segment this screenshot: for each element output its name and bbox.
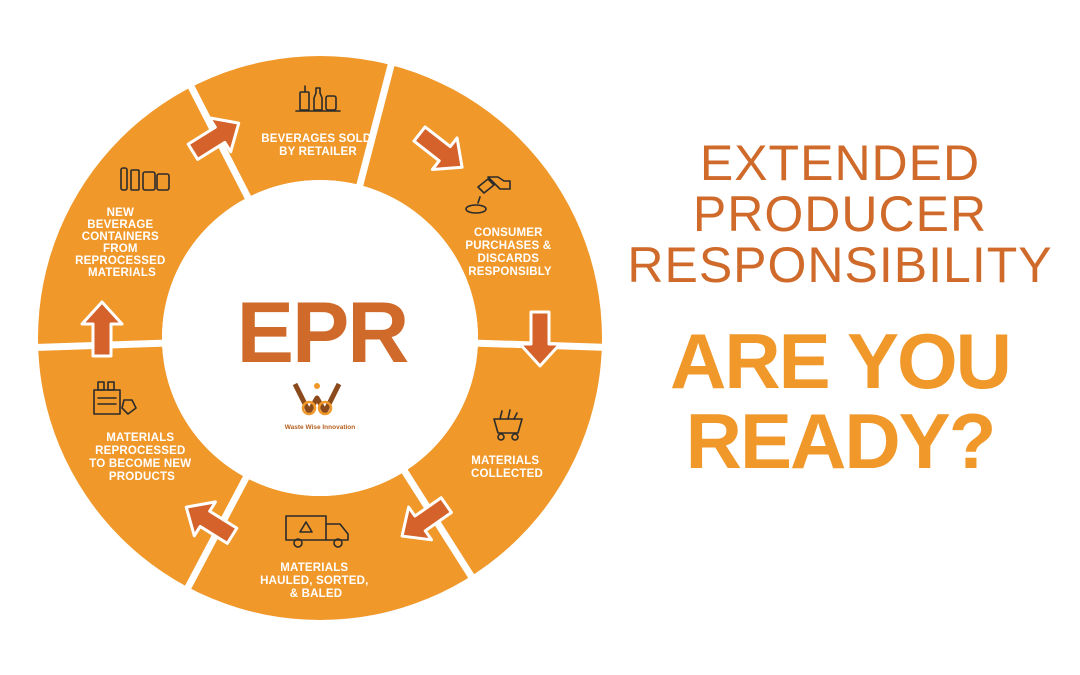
- flow-arrow-2: [412, 125, 464, 171]
- headline-line-extended: EXTENDED: [699, 135, 981, 191]
- recycling-truck-icon: [285, 515, 349, 548]
- flow-arrow-1: [186, 116, 241, 161]
- center-title: EPR: [237, 285, 409, 381]
- factory-icon: [93, 381, 137, 415]
- step-6-label: NEW BEVERAGE CONTAINERS FROM REPROCESSED…: [75, 207, 169, 279]
- containers-icon: [120, 167, 170, 191]
- step-1-label: BEVERAGES SOLD BY RETAILER: [261, 133, 375, 158]
- cta-line-are-you: ARE YOU: [670, 317, 1012, 405]
- consumer-discard-icon: [465, 176, 511, 214]
- flow-arrow-3: [518, 310, 562, 368]
- flow-arrow-4: [400, 496, 453, 542]
- headline-block: EXTENDED PRODUCER RESPONSIBILITY ARE YOU…: [610, 135, 1070, 482]
- flow-arrow-6: [80, 300, 124, 358]
- epr-cycle-diagram: EPR Waste Wise Innovation BEVERAGES SOLD…: [38, 56, 602, 620]
- logo-text: Waste Wise Innovation: [285, 424, 356, 431]
- cta-line-ready: READY?: [685, 397, 997, 485]
- step-3-label: MATERIALS COLLECTED: [471, 455, 543, 480]
- waste-wise-logo: [292, 382, 342, 416]
- headline-line-producer: PRODUCER: [692, 186, 988, 242]
- step-4-label: MATERIALS HAULED, SORTED, & BALED: [260, 562, 372, 600]
- flow-arrow-5: [184, 500, 239, 545]
- cta-block: ARE YOU READY?: [610, 321, 1070, 481]
- collection-cart-icon: [493, 409, 523, 441]
- step-5-label: MATERIALS REPROCESSED TO BECOME NEW PROD…: [89, 432, 194, 483]
- step-2-label: CONSUMER PURCHASES & DISCARDS RESPONSIBL…: [465, 227, 554, 278]
- headline-line-responsibility: RESPONSIBILITY: [627, 237, 1053, 293]
- beverages-icon: [295, 85, 341, 112]
